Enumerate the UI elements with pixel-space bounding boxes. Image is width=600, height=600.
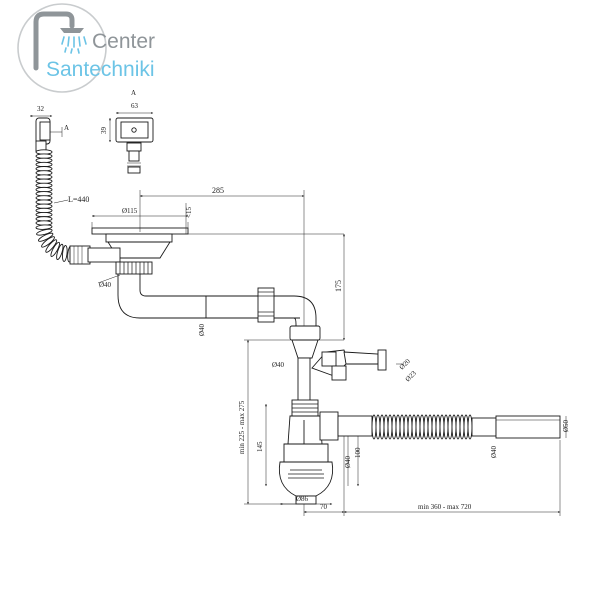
logo-text-center: Center [92,30,155,53]
hose-rib [407,414,413,440]
dim-view-height: 39 [100,127,108,135]
dim-hose-d23: Ø23 [404,369,419,384]
dim-offset-70: 70 [320,503,328,511]
hose-rib [415,414,421,440]
dim-bottle-diameter: Ø86 [296,495,309,503]
dim-vertical-175: 175 [334,280,343,292]
hose-rib [403,414,409,440]
dim-horizontal-offset: 285 [212,186,224,195]
hose-rib [467,414,473,440]
drain-pipe: Ø40 [117,274,317,336]
hose-rib [41,236,55,248]
appliance-inlet: Ø20 Ø23 [311,349,419,384]
view-a-title: A [131,89,136,97]
dim-trap-outlet: Ø40 [344,455,352,468]
view-a-arrow-label: A [64,124,69,132]
hose-rib [435,414,441,440]
dim-outlet-left: Ø40 [99,281,112,289]
overall-dimensions: 285 175 min 225 - max 275 70 min 360 - m… [139,186,561,516]
hose-rib [463,414,469,440]
shower-icon [33,11,87,71]
overflow-hose [35,149,73,263]
hose-rib [391,414,397,440]
hose-rib [45,239,58,253]
dim-trap-100: 100 [354,447,362,458]
hose-rib [62,245,68,262]
hose-length-label: L=440 [68,195,89,204]
hose-rib [419,414,425,440]
dim-length-range: min 360 - max 720 [418,503,472,511]
sink-strainer: Ø115 <15 Ø40 [69,203,193,289]
bottle-trap: 145 Ø40 100 Ø86 [256,403,362,505]
logo-text-santechniki: Santechniki [46,58,155,81]
dim-strainer-height: <15 [185,207,193,218]
hose-rib [459,414,465,440]
dim-view-width: 63 [131,102,139,110]
hose-rib [411,414,417,440]
hose-rib [371,414,377,440]
hose-rib [395,414,401,440]
hose-length-callout: L=440 [53,195,89,204]
hose-rib [35,224,53,230]
outlet-hose: Ø50 Ø40 [337,414,570,458]
overflow-view-a: A 63 39 [100,89,154,174]
hose-rib [56,243,64,261]
dim-pipe-diameter: Ø40 [198,323,206,336]
dim-corrugated-diameter: Ø40 [490,445,498,458]
hose-rib [375,414,381,440]
vertical-pipe: Ø40 [272,325,321,417]
hose-rib [379,414,385,440]
hose-rib [399,414,405,440]
hose-rib [447,414,453,440]
dim-end-diameter: Ø50 [562,419,570,432]
hose-rib [439,414,445,440]
logo-ring [17,3,107,93]
dim-height-range: min 225 - max 275 [238,400,246,454]
hose-rib [431,414,437,440]
hose-rib [387,414,393,440]
hose-rib [423,414,429,440]
hose-rib [383,414,389,440]
dim-trap-inlet: Ø40 [272,361,285,369]
dim-overflow-width: 32 [37,105,45,113]
dim-trap-height: 145 [256,441,264,452]
hose-rib [443,414,449,440]
brand-logo: Center Santechniki [17,3,155,93]
hose-rib [36,228,53,236]
overflow-fitting: A 32 [29,105,69,152]
hose-rib [38,232,54,242]
hose-rib [427,414,433,440]
dim-hose-d20: Ø20 [398,357,413,372]
hose-rib [451,414,457,440]
hose-rib [455,414,461,440]
dim-strainer-diameter: Ø115 [122,207,138,215]
hose-rib [50,241,60,257]
